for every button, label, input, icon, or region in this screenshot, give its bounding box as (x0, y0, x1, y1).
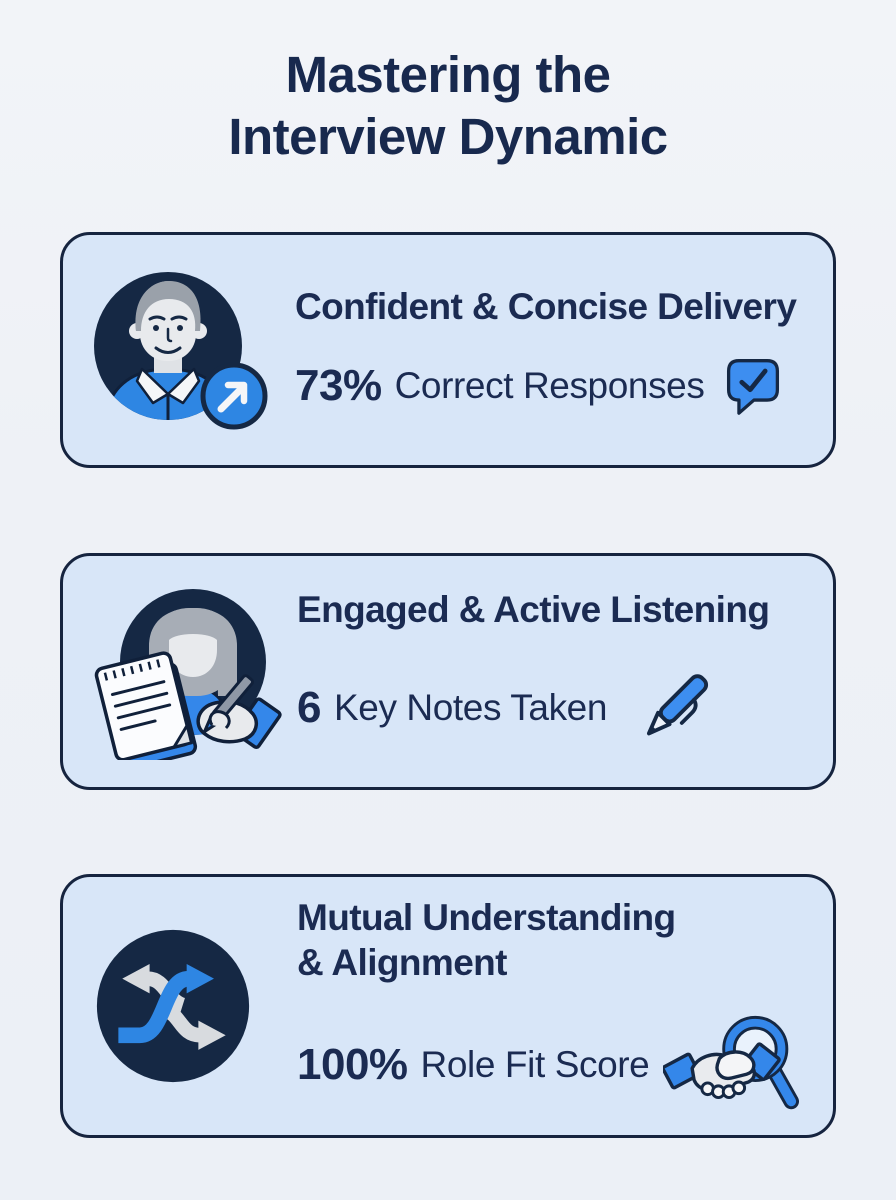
stat-row: 73% Correct Responses (295, 356, 813, 416)
shuffle-arrows-icon (93, 926, 253, 1086)
card-text-column: Confident & Concise Delivery 73% Correct… (295, 284, 813, 416)
stat-value: 73% (295, 361, 382, 411)
card-text-column: Mutual Understanding & Alignment 100% Ro… (297, 895, 813, 1117)
stat-label: Role Fit Score (420, 1043, 650, 1085)
stat-label: Correct Responses (394, 365, 705, 407)
chat-check-icon (722, 356, 784, 416)
card-confident-delivery: Confident & Concise Delivery 73% Correct… (60, 232, 836, 468)
page-title: Mastering the Interview Dynamic (0, 44, 896, 168)
stat-row: 100% Role Fit Score (297, 1012, 813, 1117)
woman-taking-notes-avatar-icon (85, 584, 283, 760)
pen-icon (627, 660, 723, 756)
page-title-line1: Mastering the (285, 46, 611, 103)
stat-label: Key Notes Taken (333, 686, 608, 728)
page-title-line2: Interview Dynamic (228, 108, 668, 165)
handshake-magnifier-icon (663, 1012, 800, 1117)
stat-row: 6 Key Notes Taken (297, 660, 813, 756)
card-text-column: Engaged & Active Listening 6 Key Notes T… (297, 587, 813, 755)
stat-value: 6 (297, 682, 321, 732)
card-heading: Engaged & Active Listening (297, 589, 770, 631)
card-mutual-alignment: Mutual Understanding & Alignment 100% Ro… (60, 874, 836, 1138)
stat-value: 100% (297, 1039, 408, 1089)
card-heading: Mutual Understanding & Alignment (297, 896, 676, 983)
card-active-listening: Engaged & Active Listening 6 Key Notes T… (60, 553, 836, 790)
man-progress-avatar-icon (91, 269, 269, 431)
card-heading: Confident & Concise Delivery (295, 285, 797, 327)
